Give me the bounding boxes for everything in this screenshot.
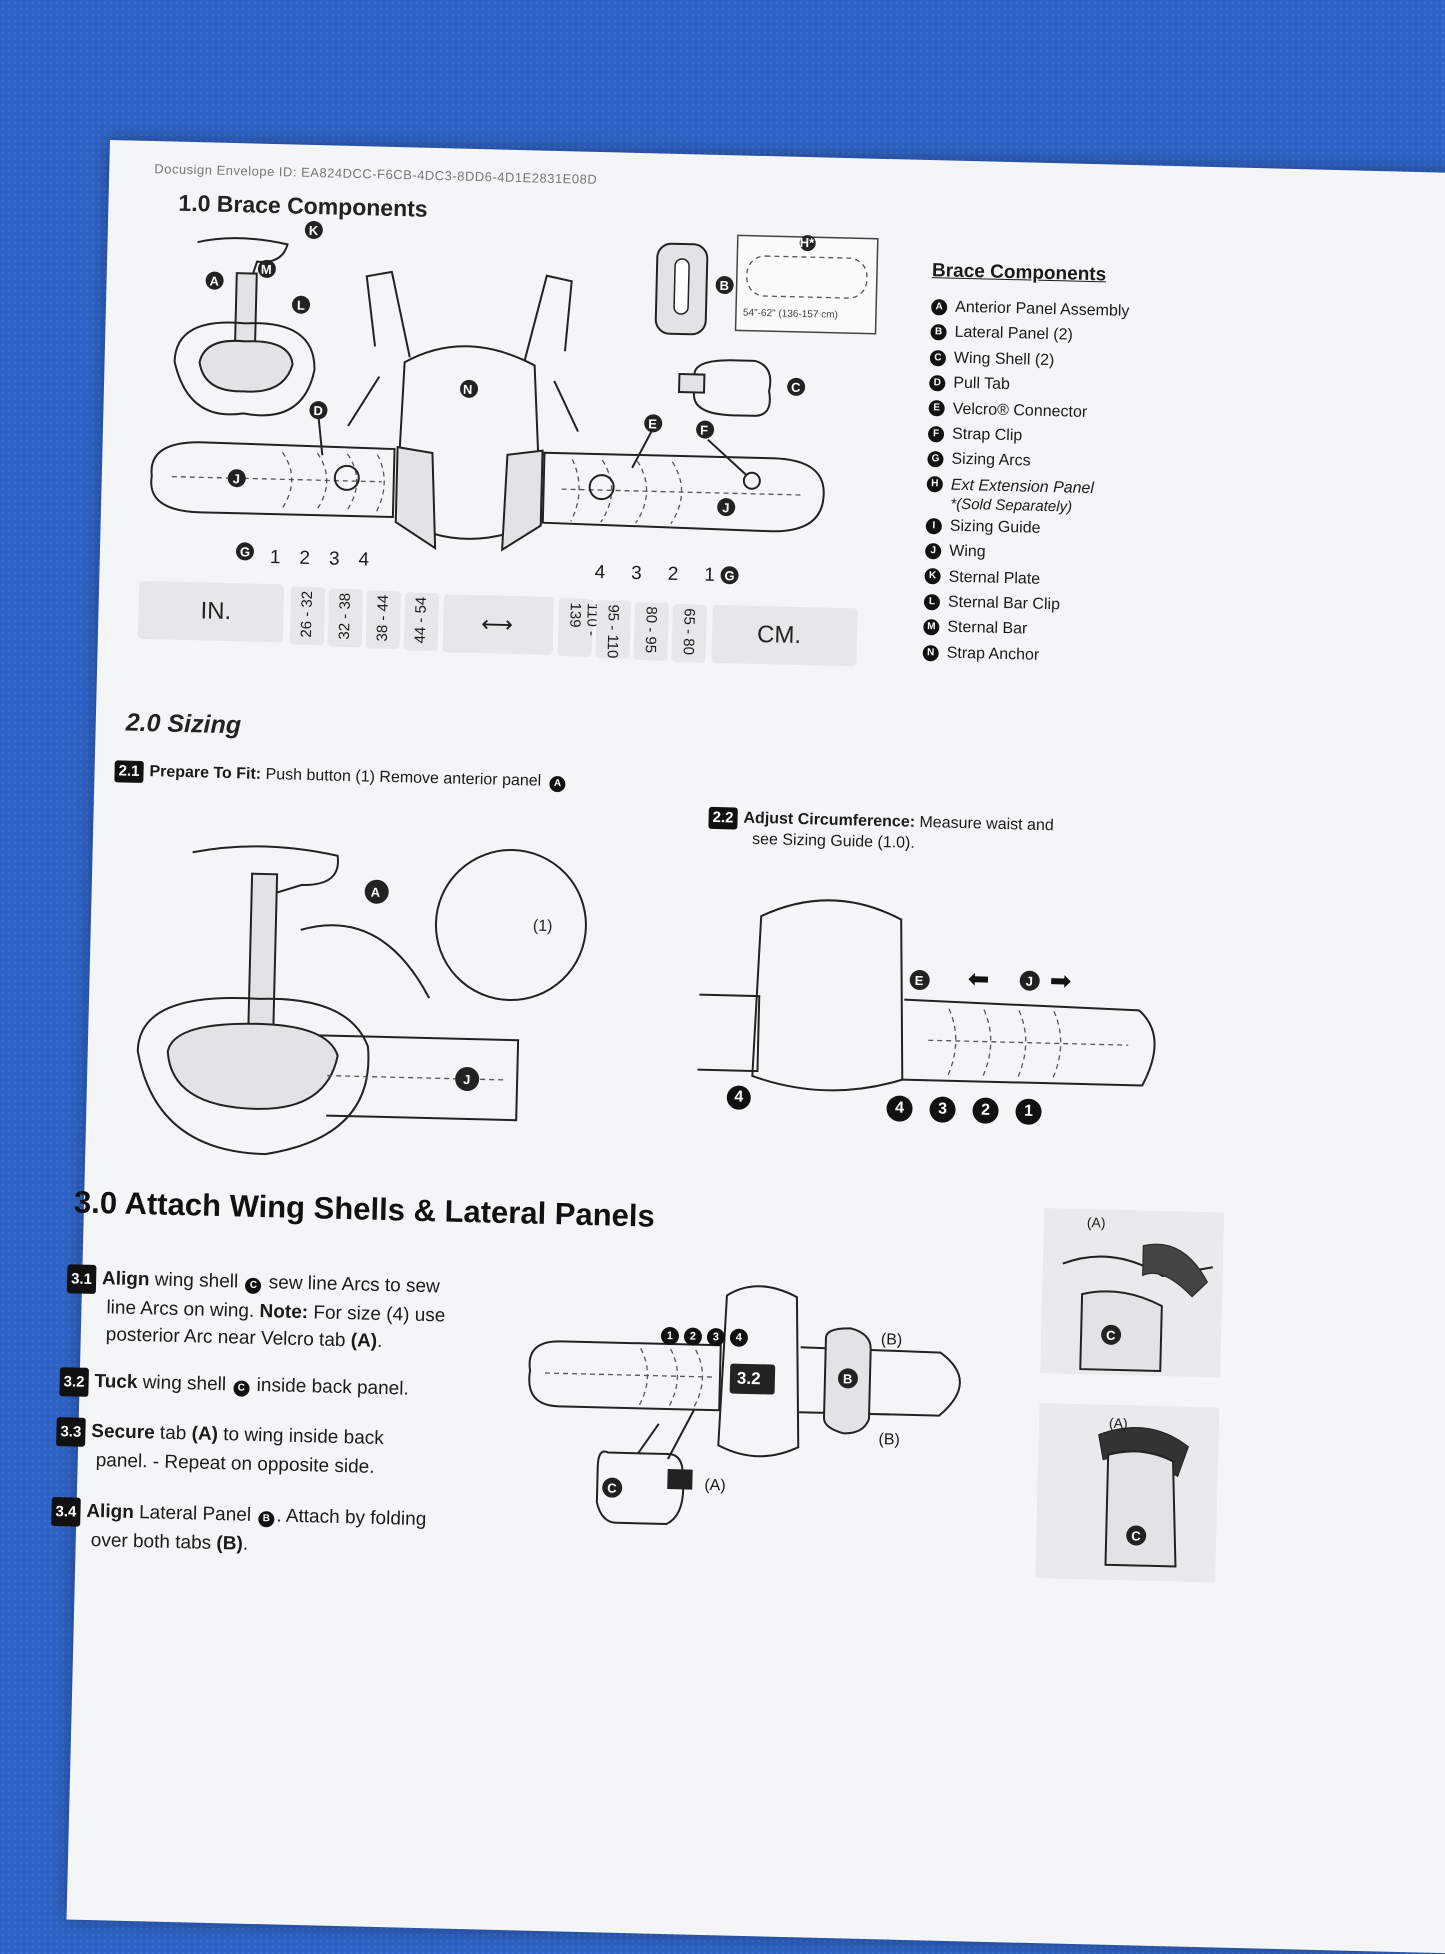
- svg-text:J: J: [1026, 974, 1034, 989]
- badge-J-right: J: [717, 498, 736, 517]
- svg-text:A: A: [371, 885, 381, 900]
- section-2-title: 2.0 Sizing: [125, 708, 242, 740]
- badge-J-left: J: [227, 469, 246, 488]
- sizing-guide-in-label: IN.: [137, 580, 285, 643]
- svg-text:M: M: [261, 262, 272, 277]
- tab-b-label-top: (B): [880, 1331, 903, 1349]
- svg-text:E: E: [648, 416, 657, 431]
- svg-text:➡: ➡: [1049, 965, 1072, 996]
- badge-B: B: [715, 276, 734, 295]
- badge-C: C: [602, 1477, 623, 1498]
- components-list-title: Brace Components: [931, 260, 1107, 286]
- arc-numbers-3: 1 2 3 4: [660, 1326, 749, 1347]
- badge-C: C: [787, 377, 806, 396]
- badge-N: N: [460, 379, 479, 398]
- push-button-callout: (1): [533, 918, 553, 935]
- badge-J: J: [1019, 970, 1040, 991]
- badge-A: A: [364, 879, 389, 904]
- svg-text:A: A: [209, 273, 219, 288]
- svg-text:C: C: [607, 1481, 617, 1496]
- badge-B: B: [837, 1368, 858, 1389]
- tab-b-label-bottom: (B): [878, 1431, 901, 1449]
- badge-M: M: [257, 259, 276, 278]
- badge-K: K: [304, 221, 323, 240]
- brace-components-diagram: 54"-62" (136-157 cm) K A M L N B C D E F…: [150, 221, 879, 585]
- svg-text:G: G: [240, 544, 250, 559]
- tab-a-label: (A): [704, 1476, 726, 1495]
- extension-size: 54"-62" (136-157 cm): [743, 308, 838, 321]
- svg-text:G: G: [724, 568, 734, 583]
- sizing-in-range-3: 38 - 44: [365, 590, 402, 650]
- svg-text:C: C: [791, 380, 801, 395]
- svg-text:N: N: [463, 382, 473, 397]
- sizing-cm-range-3: 80 - 95: [633, 601, 669, 661]
- attach-wing-shells-diagram: B C: [528, 1285, 961, 1526]
- svg-text:D: D: [313, 403, 323, 418]
- svg-text:J: J: [722, 500, 730, 515]
- svg-text:F: F: [700, 423, 708, 438]
- badge-L: L: [292, 295, 311, 314]
- badge-C-top: C: [1101, 1324, 1122, 1345]
- envelope-id: Docusign Envelope ID: EA824DCC-F6CB-4DC3…: [154, 161, 598, 187]
- sizing-cm-range-1: 110 - 139: [557, 598, 601, 657]
- instruction-sheet: Docusign Envelope ID: EA824DCC-F6CB-4DC3…: [51, 140, 1445, 1954]
- photo-tab-a-bottom: (A): [1108, 1414, 1128, 1432]
- badge-H: H*: [800, 235, 816, 252]
- badge-J: J: [455, 1067, 480, 1092]
- svg-text:J: J: [463, 1072, 471, 1087]
- prepare-to-fit-diagram: A J (1): [136, 845, 587, 1156]
- sizing-in-range-2: 32 - 38: [327, 588, 364, 648]
- sizing-in-range-4: 44 - 54: [403, 592, 440, 652]
- diagram-label-3-2: 3.2: [736, 1368, 761, 1389]
- badge-D: D: [309, 401, 328, 420]
- badge-E: E: [909, 970, 930, 991]
- svg-text:C: C: [1106, 1328, 1116, 1343]
- photo-tab-a-top: (A): [1086, 1214, 1106, 1231]
- svg-text:⬅: ⬅: [967, 963, 990, 994]
- svg-text:C: C: [1131, 1528, 1141, 1543]
- tab-illustrations: C C: [1035, 1208, 1225, 1583]
- badge-A: A: [205, 271, 224, 290]
- fit-numbers: 4 3 2 1: [886, 1095, 1042, 1126]
- svg-text:K: K: [309, 223, 319, 238]
- adjust-circumference-diagram: E J ⬅ ➡: [697, 899, 1156, 1092]
- sizing-guide-arrow: ⟷: [442, 594, 554, 655]
- badge-E: E: [644, 414, 663, 433]
- svg-text:E: E: [915, 973, 924, 988]
- svg-text:B: B: [843, 1371, 853, 1386]
- badge-C-bottom: C: [1126, 1525, 1147, 1546]
- sizing-guide-cm-label: CM.: [711, 604, 858, 667]
- badge-F: F: [696, 420, 715, 439]
- sizing-cm-range-4: 65 - 80: [671, 603, 707, 663]
- svg-text:B: B: [719, 278, 729, 293]
- sizing-cm-range-2: 95 - 110: [595, 600, 631, 659]
- badge-G-left: G: [235, 542, 254, 561]
- badge-G-right: G: [720, 566, 739, 585]
- svg-text:J: J: [233, 471, 241, 486]
- svg-text:H*: H*: [800, 235, 816, 250]
- svg-text:L: L: [297, 298, 305, 313]
- sizing-in-range-1: 26 - 32: [289, 586, 326, 646]
